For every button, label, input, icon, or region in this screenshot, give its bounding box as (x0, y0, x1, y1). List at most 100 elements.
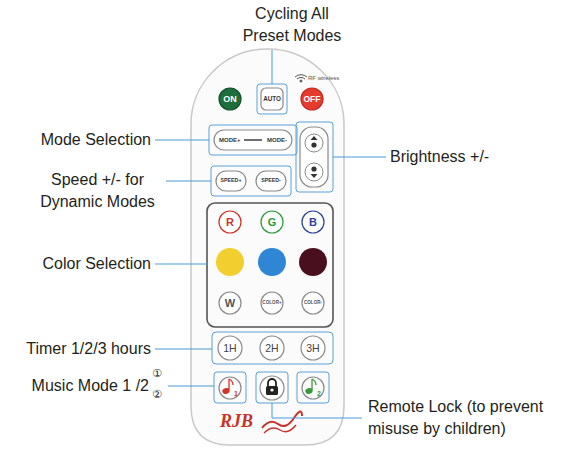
button-label: OFF (304, 95, 321, 104)
blue-letter-button: B (301, 210, 325, 234)
button-label-area: OFF (300, 87, 324, 111)
button-label: SPEED+ (220, 178, 241, 183)
color-down-button: COLOR- (301, 291, 325, 315)
brightness-up-key (305, 134, 323, 152)
down-arrow (311, 174, 318, 178)
ribbon-wave (264, 425, 296, 433)
brightness-down-key (305, 163, 323, 181)
brand-text: RF wireless (308, 75, 339, 81)
callout-box (211, 166, 291, 196)
button-label: R (226, 217, 234, 228)
button-outline (302, 292, 324, 314)
lock-body (266, 386, 278, 395)
music-mode-button: 2 (301, 376, 325, 400)
button-outline (302, 377, 324, 399)
note-stem (228, 379, 229, 390)
note-head (305, 388, 313, 395)
button-label: 1H (223, 343, 236, 354)
button-label: W (225, 298, 235, 309)
button-outline (301, 88, 323, 110)
callout-box (257, 84, 287, 114)
note-stem (311, 379, 312, 390)
brightness-button (300, 127, 328, 187)
leader-line (155, 349, 212, 350)
wifi-arc (297, 77, 305, 79)
lock-shackle (268, 379, 276, 386)
callout-box (297, 372, 329, 403)
callout-label: Cycling All Preset Modes (232, 3, 352, 46)
button-outline (216, 171, 246, 191)
button-label: MODE- (267, 137, 287, 143)
callout-label: Remote Lock (to prevent misuse by childr… (368, 396, 580, 439)
button-label-area: 1H (217, 335, 243, 361)
remote-outline (191, 49, 344, 445)
button-label: SPEED- (261, 178, 281, 183)
callout-label: Music Mode 1 /2 (0, 375, 149, 397)
speed-down-button: SPEED- (255, 170, 287, 192)
button-outline (219, 88, 241, 110)
button-label-area: SPEED+ (215, 170, 247, 192)
leader-line (166, 181, 211, 182)
lock-button (260, 376, 284, 400)
mode-dash (244, 139, 262, 140)
button-label: COLOR+ (262, 301, 281, 306)
callout-label: Color Selection (5, 253, 151, 275)
button-outline (218, 336, 242, 360)
button-label: 2H (265, 343, 278, 354)
button-outline (214, 130, 292, 150)
brightness-body (300, 127, 328, 187)
power-on-button: ON (218, 87, 242, 111)
red-button: R (218, 210, 242, 234)
note-head (222, 388, 230, 395)
button-label-area: B (301, 210, 325, 234)
callout-box (214, 372, 246, 403)
button-outline (219, 377, 241, 399)
timer-button: 2H (259, 335, 285, 361)
yellow-button (216, 248, 244, 276)
node-outline (301, 376, 325, 400)
button-label: G (268, 217, 277, 228)
button-outline (219, 292, 241, 314)
up-arrow (311, 136, 318, 140)
button-outline (260, 336, 284, 360)
button-label: MODE+ (219, 137, 241, 143)
music-mode-button: 1 (218, 376, 242, 400)
ribbon-wave (262, 411, 302, 428)
button-label-area: SPEED- (255, 170, 287, 192)
button-label-area: 1 (218, 376, 242, 400)
button-outline (261, 292, 283, 314)
note-flag (229, 379, 233, 385)
leader-line (333, 157, 386, 158)
button-outline (261, 88, 283, 110)
wifi-arc (295, 75, 307, 77)
green-button: G (260, 210, 284, 234)
callout-number: ② (152, 387, 168, 402)
button-label-area: COLOR+ (260, 291, 284, 315)
power-off-button: OFF (300, 87, 324, 111)
button-label-area: W (218, 291, 242, 315)
color-group-box (207, 203, 333, 327)
button-label: 1 (234, 390, 238, 397)
button-outline (302, 211, 324, 233)
button-label-area: 3H (300, 335, 326, 361)
note-flag (312, 379, 316, 385)
mode-button: MODE+ MODE- (213, 129, 293, 151)
timer-button: 3H (300, 335, 326, 361)
callout-number: ① (152, 366, 168, 381)
blue-button (258, 248, 286, 276)
leader-line (272, 50, 273, 84)
wifi-icon (295, 75, 307, 82)
button-label: ON (223, 95, 237, 104)
white-button: W (218, 291, 242, 315)
note-icon (222, 379, 233, 394)
callout-box (256, 372, 288, 403)
callout-label: Mode Selection (5, 129, 151, 151)
button-label: 3H (306, 343, 319, 354)
remote-body: RF wirelessRJBONAUTOOFFMODE+MODE-SPEED+S… (190, 48, 345, 446)
purple-button (299, 248, 327, 276)
note-icon (305, 379, 316, 394)
wifi-dot (300, 80, 302, 82)
